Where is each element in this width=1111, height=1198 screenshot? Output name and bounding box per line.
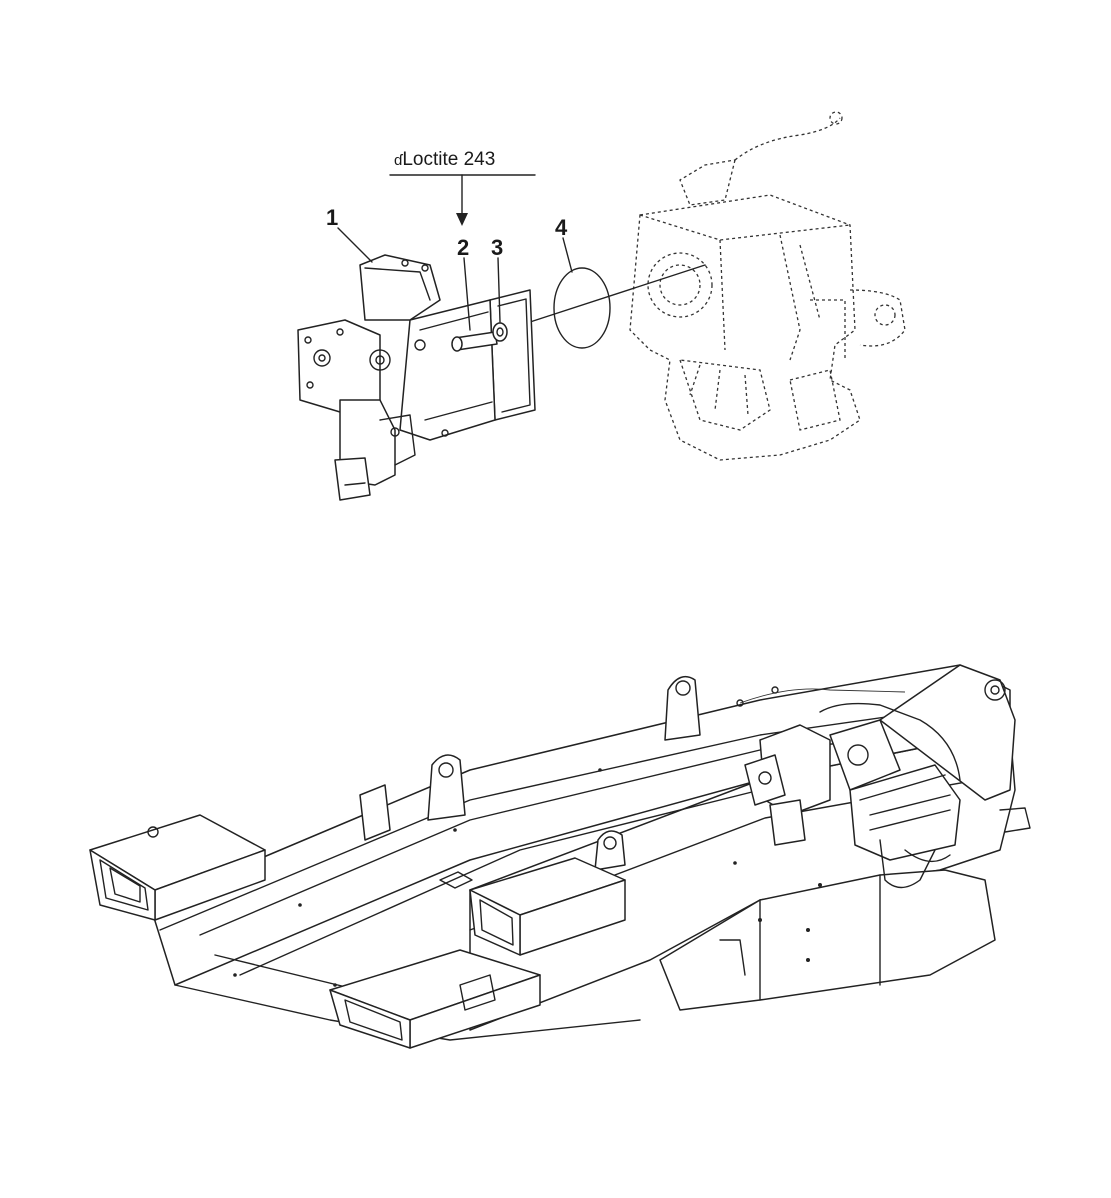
rear-box	[329, 949, 541, 1049]
machine-frame	[89, 664, 1031, 1049]
o-ring	[553, 267, 611, 349]
front-box	[89, 814, 266, 921]
centre-box	[469, 857, 626, 956]
assembly-axis-line	[529, 264, 706, 323]
installed-pump	[744, 719, 901, 846]
lifting-eye	[427, 754, 466, 821]
leader-line-1	[337, 227, 373, 263]
lifting-eye	[594, 830, 626, 871]
loctite-note: ɗLoctite 243	[394, 150, 495, 169]
installed-engine	[736, 686, 961, 889]
leader-line-4	[562, 237, 573, 273]
washer	[492, 322, 508, 342]
leader-line-3	[497, 257, 501, 323]
callout-1: 1	[326, 205, 339, 230]
callout-2: 2	[457, 235, 470, 260]
lifting-eye	[664, 675, 701, 741]
bolt	[451, 331, 498, 352]
callout-4: 4	[555, 215, 568, 240]
thread-lock-icon: ɗ	[394, 152, 403, 169]
hydraulic-pump	[297, 254, 536, 501]
loctite-note-text: Loctite 243	[402, 149, 496, 170]
leader-line-2	[463, 257, 471, 331]
note-arrow-head	[456, 213, 468, 226]
engine-housing	[629, 111, 906, 461]
callout-3: 3	[491, 235, 504, 260]
